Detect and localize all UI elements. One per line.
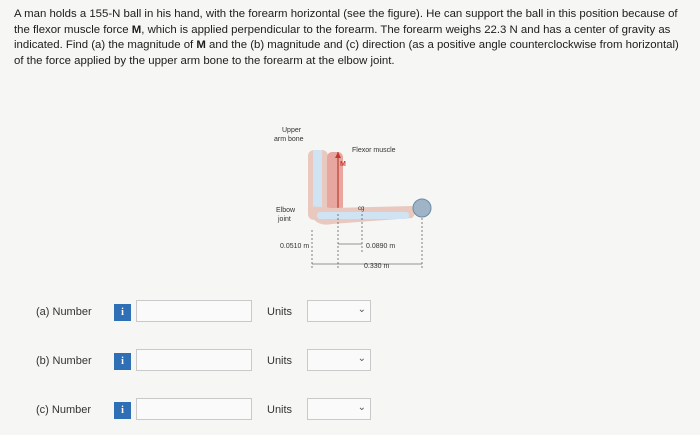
vector-m-symbol: M: [131, 23, 142, 36]
problem-text-part2: , which is applied perpendicular to the …: [14, 23, 671, 52]
flexor-muscle: [327, 152, 343, 212]
elbow-label: Elbow: [276, 207, 296, 214]
upper-arm-label: Upper: [282, 127, 302, 134]
forearm-bone: [317, 212, 409, 219]
dimension-label: 0.330 m: [364, 263, 389, 270]
force-m-label: M: [340, 161, 346, 168]
chevron-down-icon: ⌄: [357, 353, 366, 364]
dimension-label: 0.0890 m: [366, 243, 395, 250]
answer-row-a: (a) Number i Units ⌄: [0, 300, 700, 326]
units-label: Units: [267, 404, 293, 416]
answer-row-c: (c) Number i Units ⌄: [0, 398, 700, 424]
info-icon[interactable]: i: [114, 402, 131, 419]
elbow-label: joint: [277, 216, 291, 223]
units-select[interactable]: ⌄: [307, 398, 371, 420]
ball-shape: [412, 198, 432, 218]
upper-arm-bone: [313, 150, 322, 220]
arm-diagram: Upper arm bone Flexor muscle M Elbow joi…: [274, 127, 432, 270]
upper-arm-label: arm bone: [274, 136, 304, 143]
units-label: Units: [267, 306, 293, 318]
answer-row-b: (b) Number i Units ⌄: [0, 349, 700, 375]
number-input[interactable]: [136, 300, 252, 322]
cg-label: cg: [358, 206, 364, 212]
dimension-label: 0.0510 m: [280, 243, 309, 250]
vector-m-symbol: M: [196, 39, 206, 52]
chevron-down-icon: ⌄: [357, 402, 366, 413]
problem-text-part1: A man holds a 155-N ball in his hand, wi…: [14, 8, 678, 36]
chevron-down-icon: ⌄: [357, 304, 366, 315]
row-label: (a) Number: [36, 306, 92, 318]
units-select[interactable]: ⌄: [307, 300, 371, 322]
number-input[interactable]: [136, 349, 252, 371]
number-input[interactable]: [136, 398, 252, 420]
flexor-muscle-label: Flexor muscle: [352, 147, 396, 154]
info-icon[interactable]: i: [114, 304, 131, 321]
units-select[interactable]: ⌄: [307, 349, 371, 371]
problem-statement: A man holds a 155-N ball in his hand, wi…: [14, 7, 690, 69]
row-label: (b) Number: [36, 355, 92, 367]
force-arrow-icon: [335, 152, 341, 158]
row-label: (c) Number: [36, 404, 92, 416]
info-icon[interactable]: i: [114, 353, 131, 370]
units-label: Units: [267, 355, 293, 367]
forearm-figure: Upper arm bone Flexor muscle M Elbow joi…: [272, 118, 432, 278]
problem-text-part3: and the (b) magnitude and (c) direction …: [14, 39, 679, 67]
